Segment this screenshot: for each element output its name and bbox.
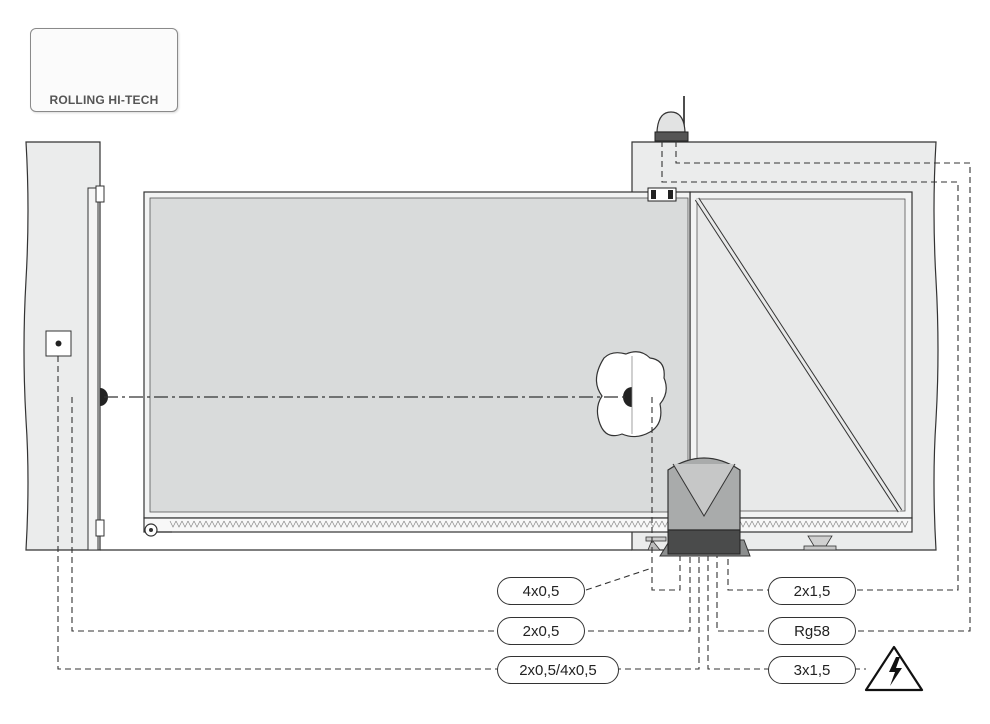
receiver-block bbox=[647, 187, 677, 202]
gate-panel bbox=[149, 197, 689, 513]
high-voltage-warning-icon bbox=[864, 645, 924, 692]
gate-motor bbox=[659, 457, 751, 557]
cable-label-2x0-5-4x0-5: 2x0,5/4x0,5 bbox=[497, 656, 619, 684]
cable-label-2x1-5: 2x1,5 bbox=[768, 577, 856, 605]
cable-label-rg58: Rg58 bbox=[768, 617, 856, 645]
flashing-lamp-icon bbox=[654, 96, 689, 142]
photocell-right-icon bbox=[623, 387, 632, 407]
guide-bar bbox=[87, 187, 99, 551]
cable-label-4x0-5: 4x0,5 bbox=[497, 577, 585, 605]
upper-catch bbox=[95, 185, 105, 203]
cable-runs bbox=[57, 141, 971, 670]
brand-logo: ROLLING HI-TECH bbox=[30, 28, 178, 112]
cable-label-3x1-5: 3x1,5 bbox=[768, 656, 856, 684]
limit-bracket-left bbox=[645, 536, 667, 551]
key-selector-icon bbox=[45, 330, 72, 357]
limit-bracket-right bbox=[803, 535, 837, 551]
cable-label-2x0-5: 2x0,5 bbox=[497, 617, 585, 645]
lower-catch bbox=[95, 519, 105, 537]
brand-name: ROLLING HI-TECH bbox=[49, 93, 159, 107]
